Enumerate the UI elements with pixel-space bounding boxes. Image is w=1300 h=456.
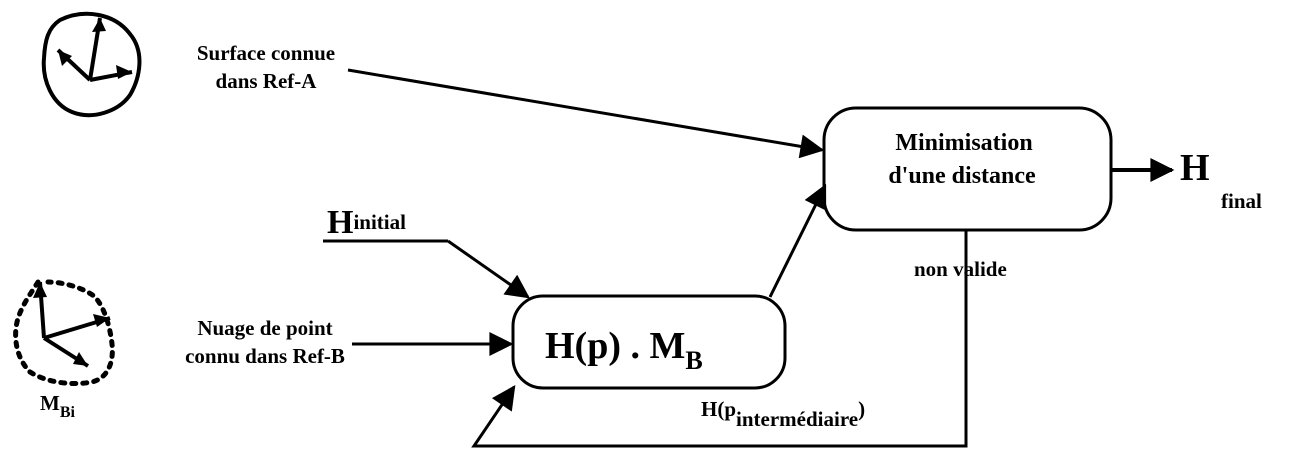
transform-box-sub: B — [685, 346, 702, 375]
surface-label-line1: Surface connue — [197, 41, 335, 65]
condition-label: non valide — [914, 257, 1007, 281]
arrow-surface-to-minimisation — [347, 68, 825, 159]
cloud-label-line1: Nuage de point — [197, 316, 332, 340]
arrow-transform-to-minimisation — [768, 183, 827, 298]
intermediate-sub: intermédiaire — [736, 407, 858, 431]
cloud-symbol-sub: Bi — [60, 404, 76, 421]
h-final-label: H — [1180, 147, 1210, 189]
cloud-symbol: MBi — [40, 391, 76, 421]
cloud-symbol-main: M — [40, 391, 60, 415]
feedback-loop-arrow — [471, 230, 968, 448]
point-cloud-frame-icon — [13, 279, 115, 387]
intermediate-label: H(pintermédiaire) — [701, 397, 865, 431]
h-final-main: H — [1180, 147, 1210, 189]
intermediate-main: H(p — [701, 397, 736, 421]
h-initial-main: H — [327, 204, 353, 241]
surface-frame-icon — [41, 11, 142, 118]
transform-box-main: H(p) . M — [545, 325, 685, 367]
transform-box-label: H(p) . MB — [545, 325, 703, 375]
minimisation-line1: Minimisation — [895, 130, 1032, 156]
cloud-label-line2: connu dans Ref-B — [185, 344, 345, 368]
intermediate-close: ) — [858, 397, 865, 421]
h-final-sub: final — [1221, 189, 1262, 213]
h-initial-label: Hinitial — [327, 204, 406, 241]
h-initial-sub: initial — [353, 210, 406, 234]
minimisation-line2: d'une distance — [888, 163, 1036, 189]
surface-label-line2: dans Ref-A — [216, 69, 318, 93]
arrow-h-initial-to-transform — [447, 239, 530, 299]
